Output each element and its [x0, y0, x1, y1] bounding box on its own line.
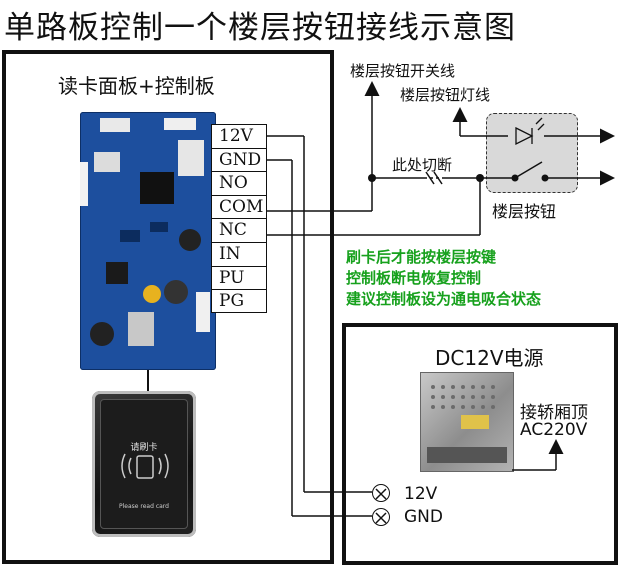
floor-button-box — [486, 113, 578, 193]
control-board — [80, 112, 216, 370]
reader-panel-label: 读卡面板+控制板 — [58, 74, 215, 98]
terminal-pu: PU — [211, 265, 267, 290]
card-reader-title: 请刷卡 — [130, 443, 158, 453]
card-reader-subtitle: Please read card — [119, 503, 169, 510]
output-label-gnd: GND — [404, 507, 443, 527]
terminal-in: IN — [211, 241, 267, 266]
switch-line-label: 楼层按钮开关线 — [350, 62, 456, 80]
note-line-3: 建议控制板设为通电吸合状态 — [346, 290, 542, 308]
cut-here-label: 此处切断 — [392, 156, 453, 174]
diagram-title: 单路板控制一个楼层按钮接线示意图 — [4, 10, 516, 46]
terminal-no: NO — [211, 171, 267, 195]
lamp-icon — [515, 117, 545, 146]
psu-vent-graphic — [427, 385, 507, 463]
note-line-2: 控制板断电恢复控制 — [346, 269, 482, 287]
terminal-gnd: GND — [211, 147, 267, 172]
reader-panel — [2, 50, 334, 564]
switch-contact-left — [511, 174, 519, 182]
switch-lever — [514, 161, 543, 179]
junction-dot-left — [368, 174, 376, 182]
power-supply-unit — [420, 372, 514, 472]
psu-source-label-2: AC220V — [520, 420, 588, 440]
terminal-nc: NC — [211, 218, 267, 242]
output-label-12v: 12V — [404, 484, 438, 504]
floor-button-label: 楼层按钮 — [492, 202, 557, 221]
terminal-pg: PG — [211, 289, 267, 313]
cut-mark-1 — [425, 171, 435, 185]
psu-panel-label: DC12V电源 — [435, 346, 544, 370]
terminal-block: 12V GND NO COM NC IN PU PG — [211, 124, 267, 313]
terminal-12v: 12V — [211, 124, 267, 148]
cut-mark-2 — [433, 171, 443, 185]
card-reader: 请刷卡 Please read card — [92, 391, 196, 537]
contactless-icon — [121, 453, 169, 479]
note-line-1: 刷卡后才能按楼层按键 — [346, 248, 497, 266]
lamp-line-label: 楼层按钮灯线 — [400, 86, 491, 104]
junction-dot-right — [476, 174, 484, 182]
psu-source-label-1: 接轿厢顶 — [520, 403, 588, 423]
terminal-com: COM — [211, 194, 267, 219]
psu-panel — [342, 323, 618, 565]
switch-contact-right — [541, 174, 549, 182]
board-components-graphic — [80, 118, 210, 346]
